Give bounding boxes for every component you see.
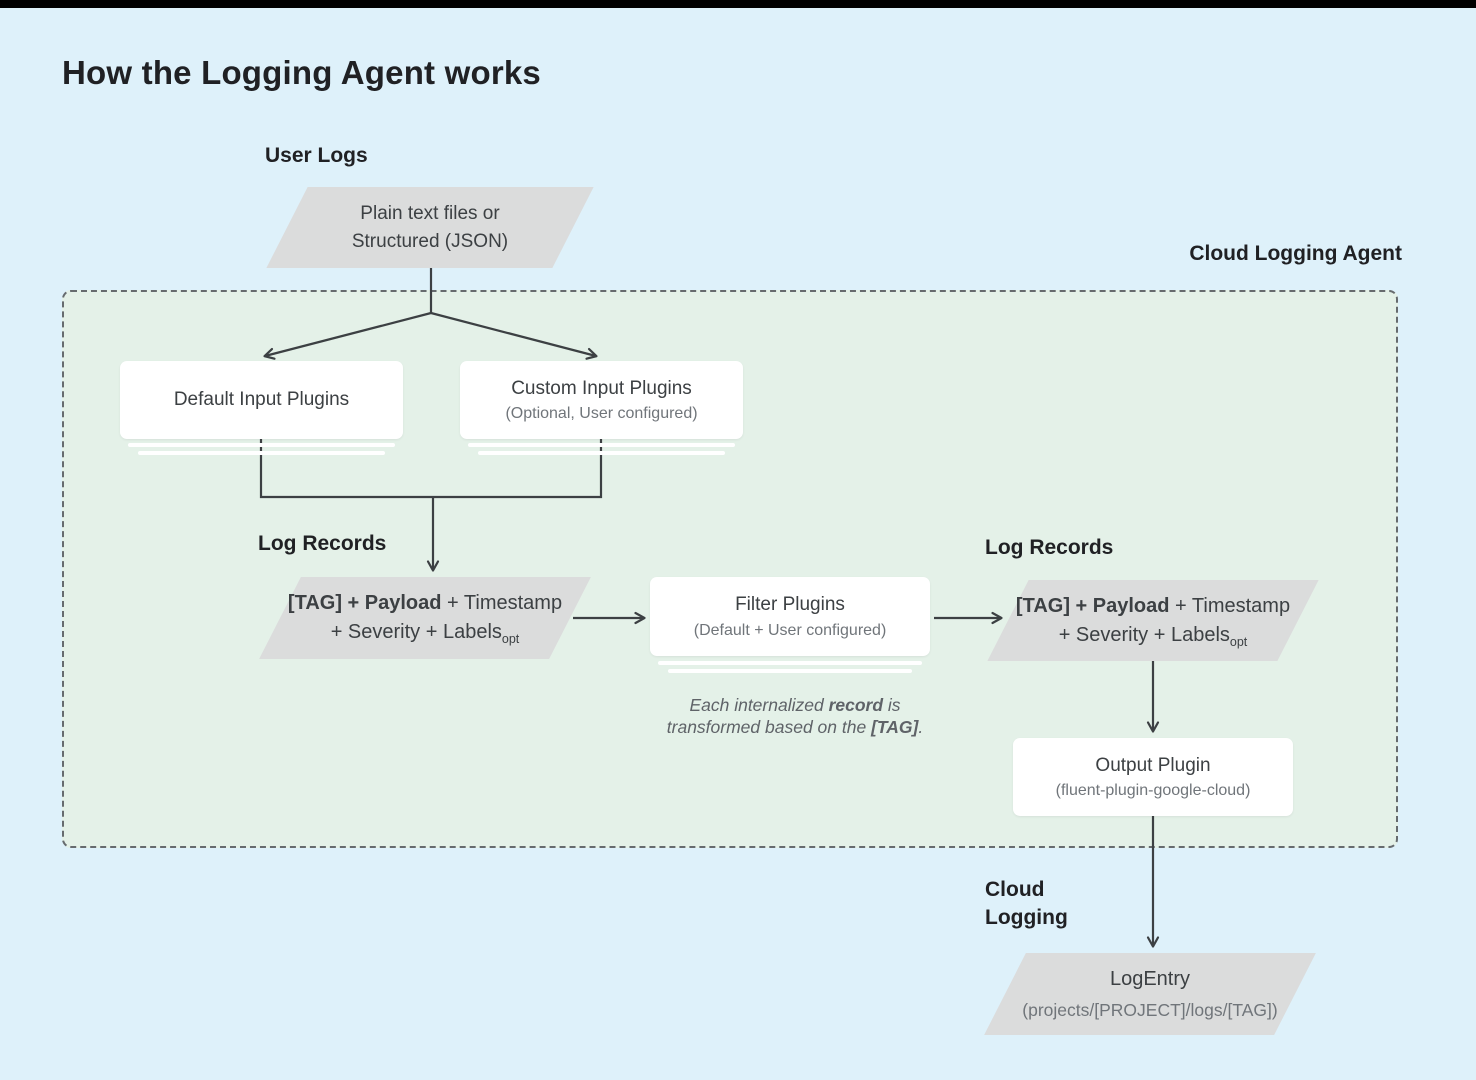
filter-caption: Each internalized record is transformed … (645, 694, 945, 739)
node-log-record-right: [TAG] + Payload + Timestamp + Severity +… (987, 580, 1319, 661)
node-filter-plugins: Filter Plugins (Default + User configure… (650, 577, 930, 656)
node-output-plugin: Output Plugin (fluent-plugin-google-clou… (1013, 738, 1293, 816)
node-subtitle: (Optional, User configured) (505, 405, 698, 423)
node-text-subscript: opt (501, 632, 520, 646)
node-log-record-left: [TAG] + Payload + Timestamp + Severity +… (259, 577, 591, 659)
caption-text: Each internalized (689, 695, 829, 715)
node-title: Output Plugin (1095, 754, 1211, 776)
caption-bold: record (828, 695, 884, 715)
stack-bar (468, 443, 735, 447)
node-title: Custom Input Plugins (511, 377, 692, 399)
node-text: Structured (JSON) (351, 230, 509, 252)
node-user-logs-source: Plain text files or Structured (JSON) (266, 187, 594, 268)
node-title: LogEntry (1109, 967, 1191, 990)
stack-bar (128, 443, 395, 447)
node-text-rest: + Timestamp (1169, 594, 1291, 617)
label-log-records-left: Log Records (258, 532, 387, 555)
node-text-rest: + Severity + Labels (1058, 623, 1230, 646)
node-text-rest: + Severity + Labels (330, 621, 502, 643)
node-title: Default Input Plugins (173, 389, 350, 411)
label-user-logs: User Logs (265, 144, 368, 167)
stack-bar (668, 669, 912, 673)
node-subtitle: (fluent-plugin-google-cloud) (1055, 782, 1251, 800)
top-bar (0, 0, 1476, 8)
node-text-rest: + Timestamp (441, 592, 563, 614)
node-text-bold: [TAG] + Payload (1015, 594, 1170, 617)
node-text: [TAG] + Payload + Timestamp (280, 589, 570, 618)
node-text: [TAG] + Payload + Timestamp (1008, 592, 1298, 621)
label-cloud-logging: Cloud Logging (985, 878, 1068, 929)
node-text: + Severity + Labelsopt (1008, 621, 1298, 650)
label-log-records-right: Log Records (985, 536, 1114, 559)
page-title: How the Logging Agent works (62, 54, 541, 91)
node-text-subscript: opt (1229, 634, 1248, 649)
node-subtitle: (projects/[PROJECT]/logs/[TAG]) (1022, 999, 1278, 1020)
label-cloud-logging-agent: Cloud Logging Agent (1189, 242, 1402, 265)
caption-bold: [TAG] (871, 717, 919, 738)
caption-text: . (918, 717, 924, 738)
stack-bar (138, 451, 385, 455)
node-subtitle: (Default + User configured) (693, 621, 887, 639)
node-title: Filter Plugins (735, 594, 845, 616)
node-custom-input-plugins: Custom Input Plugins (Optional, User con… (460, 361, 743, 439)
node-text: Plain text files or (360, 202, 500, 224)
node-default-input-plugins: Default Input Plugins (120, 361, 403, 439)
caption-text: is transformed based on the (666, 695, 901, 738)
node-text-bold: [TAG] + Payload (287, 592, 442, 614)
stack-bar (478, 451, 725, 455)
stack-bar (658, 661, 922, 665)
node-log-entry: LogEntry (projects/[PROJECT]/logs/[TAG]) (984, 953, 1316, 1035)
node-text: + Severity + Labelsopt (280, 618, 570, 647)
